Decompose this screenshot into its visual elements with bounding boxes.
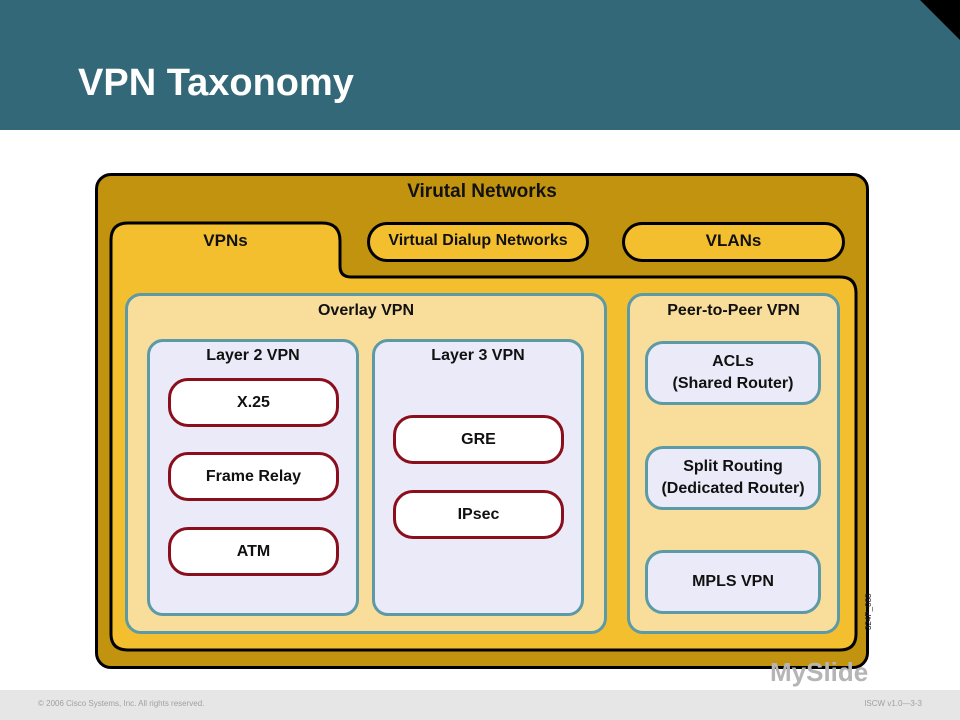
acls-node: ACLs (Shared Router) (645, 341, 821, 405)
slide-header (0, 0, 960, 130)
acls-subtitle: (Shared Router) (672, 375, 794, 392)
layer3-vpn-box (372, 339, 584, 616)
copyright-text: © 2006 Cisco Systems, Inc. All rights re… (38, 699, 205, 708)
overlay-vpn-label: Overlay VPN (317, 302, 415, 319)
frame-relay-node: Frame Relay (168, 452, 339, 501)
corner-decoration (920, 0, 960, 40)
course-code: ISCW v1.0—3-3 (864, 699, 922, 708)
layer2-vpn-label: Layer 2 VPN (206, 347, 300, 364)
ipsec-node: IPsec (393, 490, 564, 539)
split-routing-node: Split Routing (Dedicated Router) (645, 446, 821, 510)
x25-node: X.25 (168, 378, 339, 427)
slide-title: VPN Taxonomy (78, 62, 354, 104)
acls-title: ACLs (712, 353, 754, 370)
figure-code: 324P_088 (864, 593, 873, 630)
tab-virtual-dialup-label: Virtual Dialup Networks (388, 232, 568, 249)
peer-to-peer-vpn-label: Peer-to-Peer VPN (667, 302, 800, 319)
virtual-networks-label: Virutal Networks (407, 181, 557, 202)
gre-node: GRE (393, 415, 564, 464)
split-routing-title: Split Routing (683, 458, 783, 475)
slide-footer: © 2006 Cisco Systems, Inc. All rights re… (0, 690, 960, 720)
watermark-logo: MySlide (770, 657, 869, 687)
mpls-vpn-node: MPLS VPN (645, 550, 821, 614)
split-routing-subtitle: (Dedicated Router) (661, 480, 805, 497)
tab-virtual-dialup (367, 222, 589, 262)
layer3-vpn-label: Layer 3 VPN (431, 347, 525, 364)
mpls-vpn-title: MPLS VPN (692, 573, 774, 590)
tab-vlans (622, 222, 845, 262)
tab-vpns-label: VPNs (203, 231, 248, 250)
atm-node: ATM (168, 527, 339, 576)
tab-vlans-label: VLANs (705, 231, 762, 250)
